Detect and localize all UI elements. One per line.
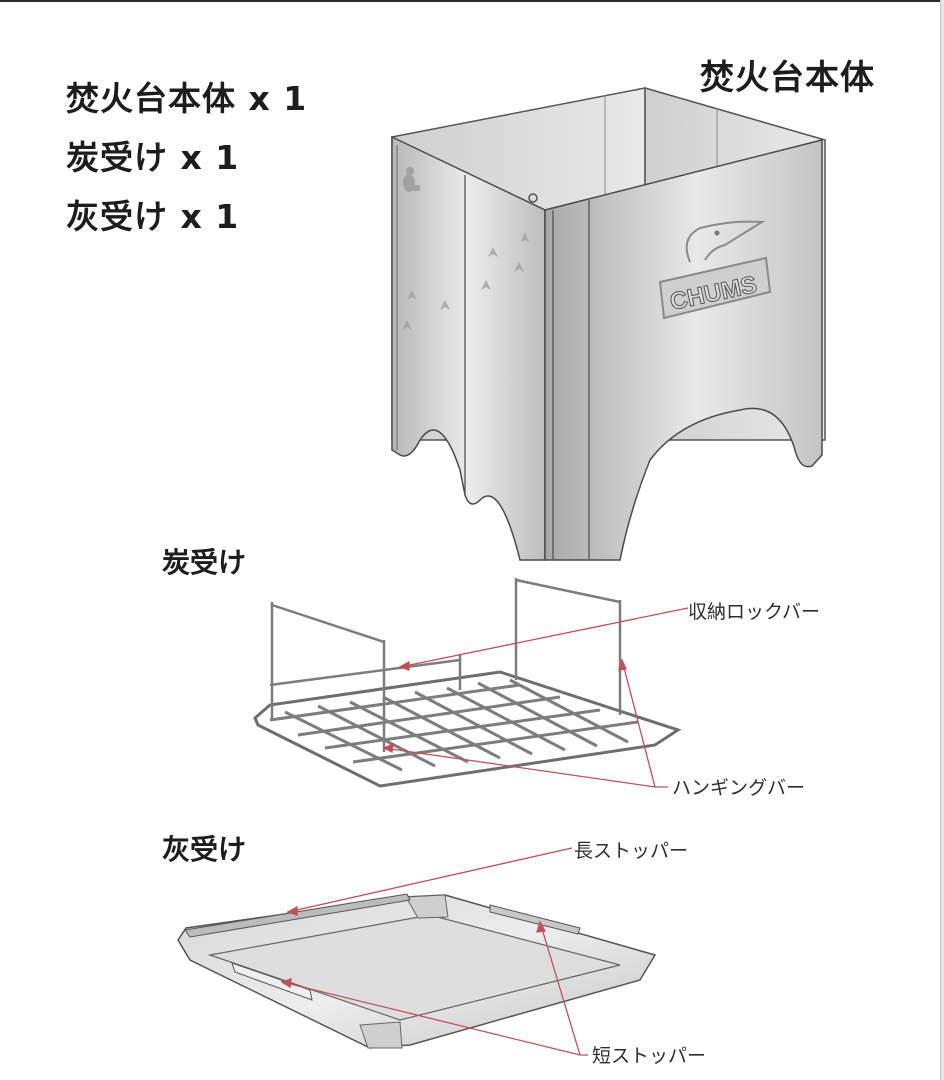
callout-long-stopper: 長ストッパー [574,840,689,862]
fire-pit-body-illustration: CHUMS [391,87,826,561]
callout-lock-bar: 収納ロックバー [688,601,821,623]
chums-bird-small-icon [403,167,420,192]
charcoal-tray-illustration [253,578,682,788]
callout-lines [280,607,689,1056]
top-border [0,0,944,2]
footprint-pattern-icon [402,232,534,330]
callout-short-stopper: 短ストッパー [592,1045,707,1067]
ash-tray-illustration [177,893,657,1049]
section-title-ash-tray: 灰受け [162,833,247,866]
contents-item-ash-tray: 灰受け x 1 [66,197,240,236]
section-title-fire-pit-body: 焚火台本体 [700,58,875,98]
right-edge-scrollbar [940,0,944,1080]
section-title-charcoal-tray: 炭受け [162,546,247,579]
contents-item-charcoal-tray: 炭受け x 1 [66,138,240,177]
package-contents-list: 焚火台本体 x 1 炭受け x 1 灰受け x 1 [66,80,307,257]
contents-item-body: 焚火台本体 x 1 [66,79,308,118]
callout-hanging-bar: ハンギングバー [672,777,806,799]
